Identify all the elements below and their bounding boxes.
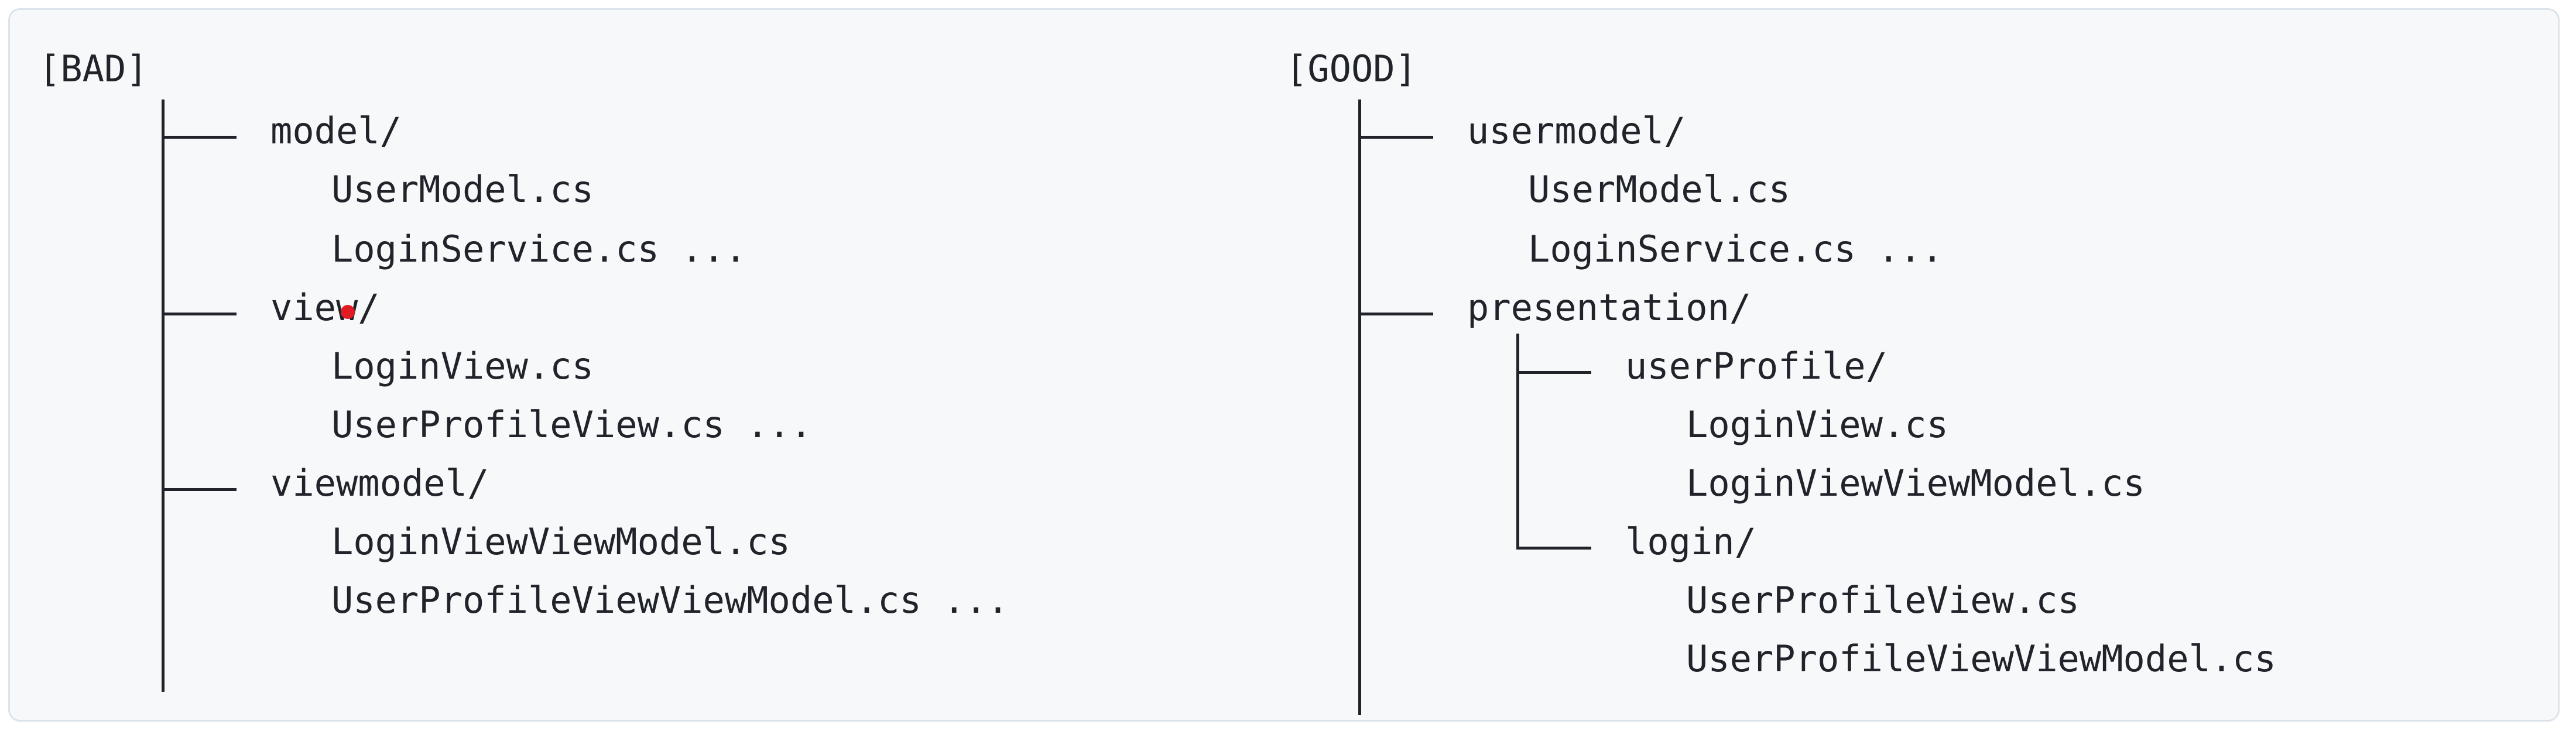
red-annotation-dot-icon (341, 305, 355, 319)
comparison-card (8, 8, 2560, 722)
tree-folder-label: presentation/ (1467, 286, 1752, 329)
tree-folder-label: viewmodel/ (270, 462, 489, 504)
tree-branch-connector (1358, 313, 1433, 315)
tree-file-label: UserModel.cs (1528, 168, 1790, 211)
tree-file-label: UserProfileViewViewModel.cs (1686, 637, 2276, 680)
tree-branch-connector (162, 488, 237, 491)
tree-file-label: LoginView.cs (1686, 403, 1948, 446)
tree-branch-connector (1516, 371, 1591, 374)
bad-example-heading: [BAD] (39, 47, 148, 90)
tree-folder-label: usermodel/ (1467, 109, 1686, 152)
tree-file-label: LoginService.cs ... (331, 228, 747, 270)
tree-file-label: LoginViewViewModel.cs (331, 520, 790, 563)
tree-folder-label: login/ (1625, 520, 1756, 563)
tree-file-label: UserModel.cs (331, 168, 594, 211)
tree-branch-connector (162, 136, 237, 139)
tree-folder-label: userProfile/ (1625, 345, 1888, 387)
tree-trunk-line (162, 99, 165, 692)
tree-folder-label: view/ (270, 286, 380, 329)
tree-file-label: UserProfileView.cs (1686, 579, 2080, 622)
tree-file-label: UserProfileView.cs ... (331, 403, 813, 446)
tree-branch-connector (162, 313, 237, 315)
tree-trunk-line (1358, 99, 1361, 715)
tree-file-label: LoginView.cs (331, 345, 594, 387)
tree-folder-label: model/ (270, 109, 402, 152)
tree-file-label: LoginService.cs ... (1528, 228, 1944, 270)
tree-file-label: LoginViewViewModel.cs (1686, 462, 2145, 504)
tree-file-label: UserProfileViewViewModel.cs ... (331, 579, 1009, 622)
good-example-heading: [GOOD] (1286, 47, 1417, 90)
tree-corner-connector (1516, 547, 1591, 550)
tree-branch-connector (1358, 136, 1433, 139)
tree-nested-trunk-line (1516, 334, 1519, 548)
